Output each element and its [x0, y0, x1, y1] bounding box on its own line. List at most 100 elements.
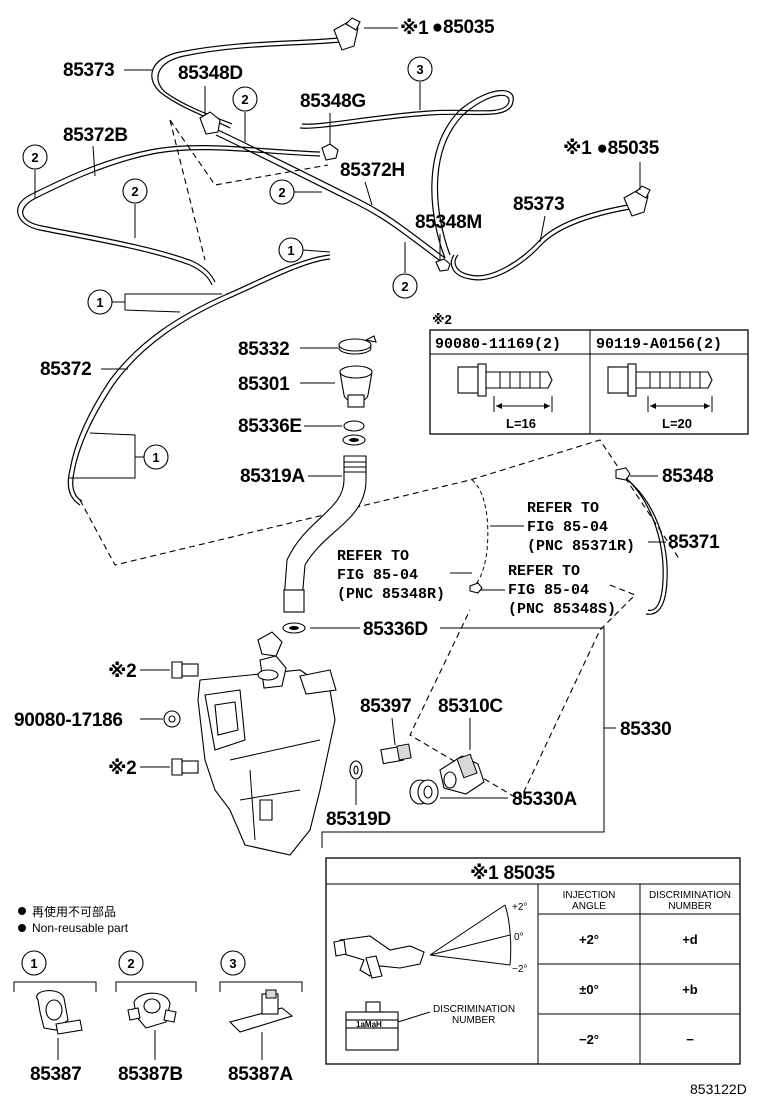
legend: 再使用不可部品 Non-reusable part	[18, 904, 129, 935]
svg-text:REFER TO: REFER TO	[337, 548, 409, 565]
dashed-outline	[79, 119, 681, 801]
hose-85371R-ref	[471, 479, 489, 586]
clip-marker-1-a: 1	[278, 237, 331, 263]
svg-text:2: 2	[401, 279, 408, 294]
label-85372B: 85372B	[63, 125, 128, 177]
svg-text:2: 2	[278, 185, 285, 200]
clip-85387: 1 85387	[13, 950, 97, 1085]
svg-text:85319D: 85319D	[326, 809, 391, 830]
svg-text:2: 2	[131, 184, 138, 199]
clip-85387A: 3 85387A	[219, 950, 303, 1085]
label-85373-left: 85373	[63, 60, 152, 81]
bracket-85330	[321, 627, 616, 848]
clip-marker-1-b: 1	[87, 289, 222, 315]
hose-85373-right	[450, 204, 631, 281]
label-85035-top: ※1 ●85035	[364, 17, 495, 39]
label-85330A: 85330A	[440, 789, 578, 810]
svg-text:85387B: 85387B	[118, 1064, 183, 1085]
svg-text:1: 1	[152, 450, 159, 465]
part-85336E-ring	[342, 420, 366, 446]
svg-text:−2°: −2°	[512, 964, 527, 975]
svg-text:※2: ※2	[108, 758, 136, 779]
svg-text:85348M: 85348M	[415, 212, 482, 233]
svg-text:85387A: 85387A	[228, 1064, 293, 1085]
svg-text:85371: 85371	[668, 532, 720, 553]
svg-text:85310C: 85310C	[438, 696, 503, 717]
connector-85348D	[199, 111, 221, 135]
svg-text:+d: +d	[682, 932, 698, 947]
discrimination-stamp-icon: 1aMaH DISCRIMINATION NUMBER	[345, 1001, 515, 1051]
svg-text:85373: 85373	[63, 60, 114, 81]
svg-text:※1 ●85035: ※1 ●85035	[400, 17, 495, 39]
bolt-90119-A0156-icon	[607, 363, 713, 412]
washer-tank	[197, 631, 337, 856]
label-85373-right: 85373	[513, 194, 565, 243]
svg-text:85348D: 85348D	[178, 63, 243, 84]
hose-upper-loop	[299, 90, 514, 259]
svg-text:FIG 85-04: FIG 85-04	[508, 582, 589, 599]
label-85319A: 85319A	[240, 466, 342, 487]
svg-text:85336E: 85336E	[238, 416, 302, 437]
svg-text:−: −	[686, 1032, 694, 1047]
part-85332-cap	[338, 335, 377, 355]
hose-85372H	[215, 129, 446, 264]
svg-text:85330: 85330	[620, 719, 671, 740]
hose-85372B	[17, 145, 321, 286]
svg-text:±0°: ±0°	[579, 982, 599, 997]
svg-text:NUMBER: NUMBER	[452, 1015, 495, 1026]
bolt-table: ※2 90080-11169(2) 90119-A0156(2) L=16	[429, 312, 749, 435]
label-85348: 85348	[615, 466, 714, 487]
svg-text:INJECTION: INJECTION	[563, 890, 616, 901]
svg-text:85348: 85348	[662, 466, 713, 487]
label-85336D: 85336D	[310, 619, 428, 640]
svg-text:NUMBER: NUMBER	[668, 901, 711, 912]
svg-text:ANGLE: ANGLE	[572, 901, 606, 912]
clip-marker-2-c: 2	[122, 178, 148, 238]
part-85397	[380, 743, 412, 765]
svg-text:0°: 0°	[514, 932, 524, 943]
bolt-90080-11169-icon	[457, 363, 553, 412]
svg-text:L=20: L=20	[662, 416, 692, 431]
label-90080-17186: 90080-17186	[14, 710, 181, 731]
label-85035-right: ※1 ●85035	[563, 138, 660, 190]
svg-text:1aMaH: 1aMaH	[356, 1020, 382, 1029]
svg-text:1: 1	[287, 243, 294, 258]
label-85330: 85330	[620, 719, 672, 740]
part-85319D-grommet	[349, 760, 363, 780]
connector-85348M	[435, 258, 451, 272]
svg-text:3: 3	[229, 956, 236, 971]
label-85348D: 85348D	[178, 63, 243, 115]
ref-85371R: REFER TO FIG 85-04 (PNC 85371R)	[490, 500, 635, 555]
part-85301-filler	[339, 365, 373, 408]
ref-85348R: REFER TO FIG 85-04 (PNC 85348R)	[337, 548, 472, 603]
label-85372H: 85372H	[340, 160, 405, 206]
svg-text:85330A: 85330A	[512, 789, 577, 810]
svg-text:90119-A0156(2): 90119-A0156(2)	[596, 336, 722, 353]
svg-text:2: 2	[241, 92, 248, 107]
svg-text:2: 2	[127, 956, 134, 971]
svg-text:REFER TO: REFER TO	[508, 563, 580, 580]
clip-marker-3: 3	[407, 56, 433, 110]
clip-marker-1-c: 1	[68, 432, 169, 479]
svg-text:90080-11169(2): 90080-11169(2)	[435, 336, 561, 353]
part-85336D-ring	[282, 622, 306, 634]
svg-text:L=16: L=16	[506, 416, 536, 431]
connector-85348G	[321, 143, 339, 161]
svg-text:Non-reusable part: Non-reusable part	[32, 921, 129, 935]
svg-text:※2: ※2	[108, 661, 136, 682]
clip-marker-2-b: 2	[22, 144, 48, 198]
clip-marker-2-a: 2	[232, 86, 258, 142]
svg-text:FIG 85-04: FIG 85-04	[527, 519, 608, 536]
hose-85372	[67, 254, 331, 506]
part-85310C-pump	[439, 753, 485, 795]
svg-text:85387: 85387	[30, 1064, 81, 1085]
bolt-mark-upper: ※2	[108, 661, 199, 682]
hose-85371	[625, 477, 668, 615]
nozzle-85035-right	[623, 185, 651, 217]
svg-text:85372H: 85372H	[340, 160, 405, 181]
drawing-id: 853122D	[690, 1081, 747, 1097]
label-85348G: 85348G	[300, 91, 366, 145]
svg-text:FIG 85-04: FIG 85-04	[337, 567, 418, 584]
nozzle-spray-icon: +2° 0° −2°	[333, 902, 527, 979]
